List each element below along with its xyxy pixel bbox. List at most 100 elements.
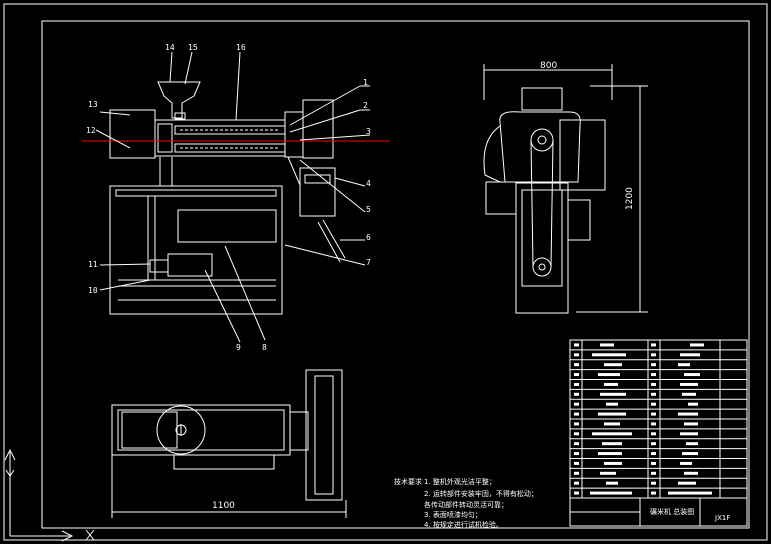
lower-pulley — [532, 257, 552, 277]
callout-8: 8 — [262, 343, 267, 352]
ucs-icon — [4, 448, 95, 542]
note-line-3: 各传动部件转动灵活可靠； — [424, 500, 508, 509]
parts-list-index — [574, 491, 579, 495]
dim-side-height: 1200 — [625, 187, 635, 210]
parts-list-index — [574, 382, 579, 386]
parts-list-index — [574, 392, 579, 396]
parts-list-index — [574, 373, 579, 377]
callout-2: 2 — [363, 101, 368, 110]
parts-list-index — [574, 363, 579, 367]
parts-list-cell — [680, 461, 692, 465]
callout-1: 1 — [363, 78, 368, 87]
callout-9: 9 — [236, 343, 241, 352]
parts-list-cell — [682, 392, 696, 396]
title-block-name: 碾米机 总装图 — [650, 507, 694, 516]
title-block: 碾米机 总装图 JX1F — [569, 497, 748, 527]
leader-lines — [95, 51, 371, 343]
parts-list-index — [651, 373, 656, 377]
parts-list-index — [574, 442, 579, 446]
parts-list-index — [574, 412, 579, 416]
callout-14: 14 — [165, 43, 175, 52]
callout-16: 16 — [236, 43, 246, 52]
hopper — [157, 81, 201, 119]
parts-list-cell — [604, 363, 622, 367]
parts-list-cell — [604, 382, 618, 386]
note-line-1: 1. 整机外观光洁平整； — [424, 477, 496, 486]
machine-base — [109, 185, 283, 315]
callout-3: 3 — [366, 127, 371, 136]
parts-list-cell — [688, 402, 698, 406]
parts-list-index — [651, 432, 656, 436]
outer-frame — [3, 3, 768, 541]
parts-list-cell — [690, 343, 704, 347]
parts-list-cell — [600, 471, 616, 475]
parts-list-cell — [598, 412, 626, 416]
parts-list-index — [651, 412, 656, 416]
parts-list-cell — [678, 363, 690, 367]
upper-pulley — [530, 128, 554, 152]
parts-list-cell — [598, 373, 620, 377]
callout-7: 7 — [366, 258, 371, 267]
parts-list-index — [574, 343, 579, 347]
note-line-5: 4. 按规定进行试机检验。 — [424, 520, 503, 529]
side-hopper — [521, 87, 563, 111]
parts-list-index — [651, 363, 656, 367]
parts-list-cell — [600, 392, 626, 396]
parts-list-index — [651, 461, 656, 465]
callout-15: 15 — [188, 43, 198, 52]
parts-list-cell — [592, 353, 626, 357]
title-block-code: JX1F — [714, 514, 730, 522]
callout-13: 13 — [88, 100, 98, 109]
plan-view: 1100 — [111, 369, 347, 518]
plan-pulley — [156, 405, 206, 455]
parts-list-cell — [684, 373, 700, 377]
parts-list-index — [651, 343, 656, 347]
parts-list-cell — [602, 442, 622, 446]
callout-6: 6 — [366, 233, 371, 242]
parts-list-cell — [686, 442, 698, 446]
note-line-4: 3. 表面喷漆均匀； — [424, 510, 482, 519]
parts-list-index — [651, 353, 656, 357]
parts-list-index — [574, 461, 579, 465]
parts-list-index — [651, 452, 656, 456]
callouts: 1 2 3 4 5 6 7 8 9 10 11 12 13 14 15 16 — [86, 43, 371, 352]
technical-notes: 技术要求 1. 整机外观光洁平整； 2. 运转部件安装牢固，不得有松动； 各传动… — [394, 477, 538, 529]
parts-list-index — [651, 392, 656, 396]
parts-list-cell — [592, 432, 632, 436]
parts-list-index — [574, 353, 579, 357]
parts-list-index — [651, 491, 656, 495]
parts-list-index — [651, 481, 656, 485]
parts-list-cell — [590, 491, 632, 495]
parts-list-cell — [600, 343, 614, 347]
parts-list — [569, 339, 748, 499]
parts-list-cell — [680, 382, 698, 386]
parts-list-cell — [680, 432, 698, 436]
parts-list-cell — [606, 402, 618, 406]
parts-list-cell — [684, 422, 698, 426]
parts-list-cell — [668, 491, 712, 495]
parts-list-index — [651, 442, 656, 446]
parts-list-cell — [606, 481, 618, 485]
parts-list-cell — [604, 461, 622, 465]
parts-list-cell — [598, 452, 622, 456]
inner-frame — [41, 20, 750, 529]
parts-list-index — [651, 402, 656, 406]
note-line-2: 2. 运转部件安装牢固，不得有松动； — [424, 489, 538, 498]
parts-list-index — [574, 402, 579, 406]
parts-list-index — [574, 471, 579, 475]
motor — [167, 253, 213, 277]
dim-plan-length: 1100 — [212, 501, 235, 511]
callout-11: 11 — [88, 260, 98, 269]
parts-list-cell — [680, 353, 700, 357]
parts-list-index — [574, 432, 579, 436]
side-view: 800 1200 — [483, 61, 648, 314]
callout-12: 12 — [86, 126, 96, 135]
parts-list-cell — [682, 452, 698, 456]
parts-list-cell — [678, 412, 698, 416]
parts-list-index — [574, 422, 579, 426]
callout-10: 10 — [88, 286, 98, 295]
parts-list-index — [651, 382, 656, 386]
parts-list-cell — [678, 481, 696, 485]
front-view — [82, 51, 390, 343]
